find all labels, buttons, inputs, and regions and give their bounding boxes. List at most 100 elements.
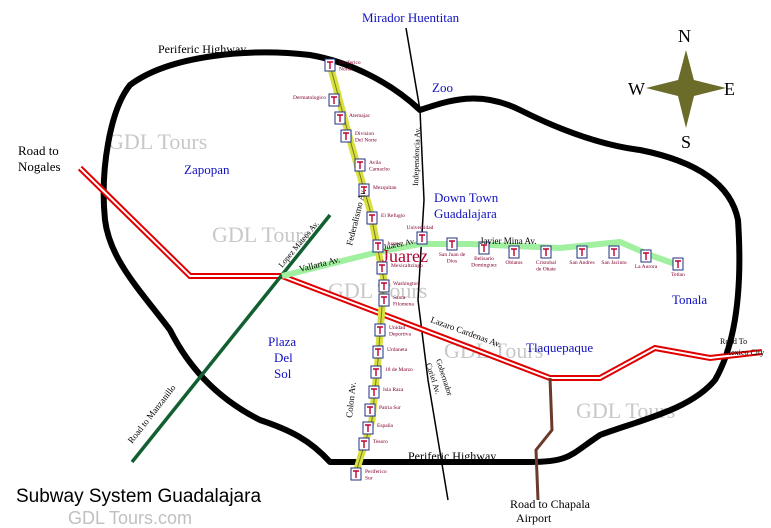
station-label: 18 de Marzo	[385, 367, 413, 373]
subway-line-1	[326, 64, 388, 474]
watermark-1: GDL Tours	[108, 129, 207, 154]
road-mexico-city	[280, 273, 763, 381]
station-label: Mezquitan	[373, 185, 397, 191]
station-label: Juarez	[387, 241, 402, 247]
station-l1-9: Washington	[378, 279, 419, 293]
compass-ew-arrow	[646, 78, 726, 98]
road-chapala	[534, 377, 554, 501]
compass-w: W	[628, 79, 645, 99]
watermark-5: GDL Tours	[576, 398, 675, 423]
label-zoo: Zoo	[432, 80, 453, 95]
independencia-av-line	[405, 27, 449, 501]
compass-rose: N S E W	[628, 26, 735, 152]
label-plaza-2: Del	[274, 350, 293, 365]
station-label: Mexicaltzingo	[391, 263, 423, 269]
station-l2-5: San Andres	[569, 245, 595, 266]
station-label: Urdaneta	[387, 347, 408, 353]
compass-e: E	[724, 79, 735, 99]
label-downtown-2: Guadalajara	[434, 206, 497, 221]
station-label: Tesoro	[373, 439, 388, 445]
station-label: España	[377, 423, 393, 429]
label-periferic-top: Periferic Highway	[158, 42, 246, 56]
road-manzanillo	[130, 213, 332, 464]
label-chapala-1: Road to Chapala	[510, 497, 591, 511]
station-l1-14: Isla Raza	[368, 385, 404, 399]
station-l1-12: Urdaneta	[372, 345, 408, 359]
station-l2-8: Tetlan	[671, 257, 685, 278]
compass-s: S	[681, 132, 691, 152]
station-label: Dermatologico	[293, 95, 326, 101]
label-periferic-bottom: Periferic Highway	[408, 449, 496, 463]
label-mirador: Mirador Huentitan	[362, 10, 460, 25]
station-label: Patria Sur	[379, 405, 401, 411]
compass-n: N	[678, 26, 691, 46]
watermark-2: GDL Tours	[212, 222, 311, 247]
station-l1-17: Tesoro	[358, 437, 388, 451]
station-label: Isla Raza	[383, 387, 404, 393]
station-l1-16: España	[362, 421, 393, 435]
label-federalismo: Federalismo Av.	[344, 188, 368, 247]
place-labels: Mirador Huentitan Zoo Zapopan Down Town …	[184, 10, 707, 381]
station-l1-7: Juarez	[372, 239, 402, 253]
label-tonala: Tonala	[672, 292, 707, 307]
station-label: La Aurora	[635, 264, 658, 270]
station-label: Oblatos	[505, 260, 522, 266]
station-l1-2: Atemajac	[334, 111, 371, 125]
station-l2-3: Oblatos	[505, 245, 523, 266]
label-downtown-1: Down Town	[434, 190, 499, 205]
station-l1-1: Dermatologico	[293, 93, 340, 107]
watermarks: GDL Tours GDL Tours GDL Tours GDL Tours …	[108, 129, 675, 423]
label-independencia: Independencia Av.	[411, 127, 422, 186]
station-l2-7: La Aurora	[635, 249, 658, 270]
station-label: El Refugio	[381, 212, 405, 219]
station-label: Tetlan	[671, 272, 685, 278]
station-label: Washington	[393, 281, 419, 287]
map-title: Subway System Guadalajara	[16, 486, 261, 507]
label-zapopan: Zapopan	[184, 162, 230, 177]
label-plaza-3: Sol	[274, 366, 292, 381]
station-l2-6: San Jacinto	[601, 245, 627, 266]
road-nogales	[77, 165, 282, 279]
label-vallarta: Vallarta Av.	[298, 254, 341, 274]
label-nogales-1: Road to	[18, 143, 59, 158]
label-chapala-2: Airport	[516, 511, 552, 525]
label-tlaquepaque: Tlaquepaque	[526, 340, 593, 355]
label-javier-mina: Javier Mina Av.	[480, 236, 537, 246]
label-plaza-1: Plaza	[268, 334, 296, 349]
station-l1-5: Mezquitan	[358, 183, 397, 197]
label-mexico-1: Road To	[720, 337, 747, 346]
station-label: San Andres	[569, 260, 594, 266]
label-colon: Colon Av.	[344, 382, 358, 419]
periferic-highway-ring	[100, 49, 743, 465]
station-label: Universidad	[407, 225, 434, 231]
station-label: San Jacinto	[601, 260, 626, 266]
station-l1-8: Mexicaltzingo	[376, 261, 423, 275]
station-l1-6: El Refugio	[366, 211, 405, 225]
label-mexico-2: Mexico City	[724, 348, 764, 357]
map-subtitle: GDL Tours.com	[68, 508, 192, 528]
station-l2-0: Universidad	[407, 225, 434, 245]
label-juarez: Juarez	[382, 246, 428, 266]
label-nogales-2: Nogales	[18, 159, 61, 174]
